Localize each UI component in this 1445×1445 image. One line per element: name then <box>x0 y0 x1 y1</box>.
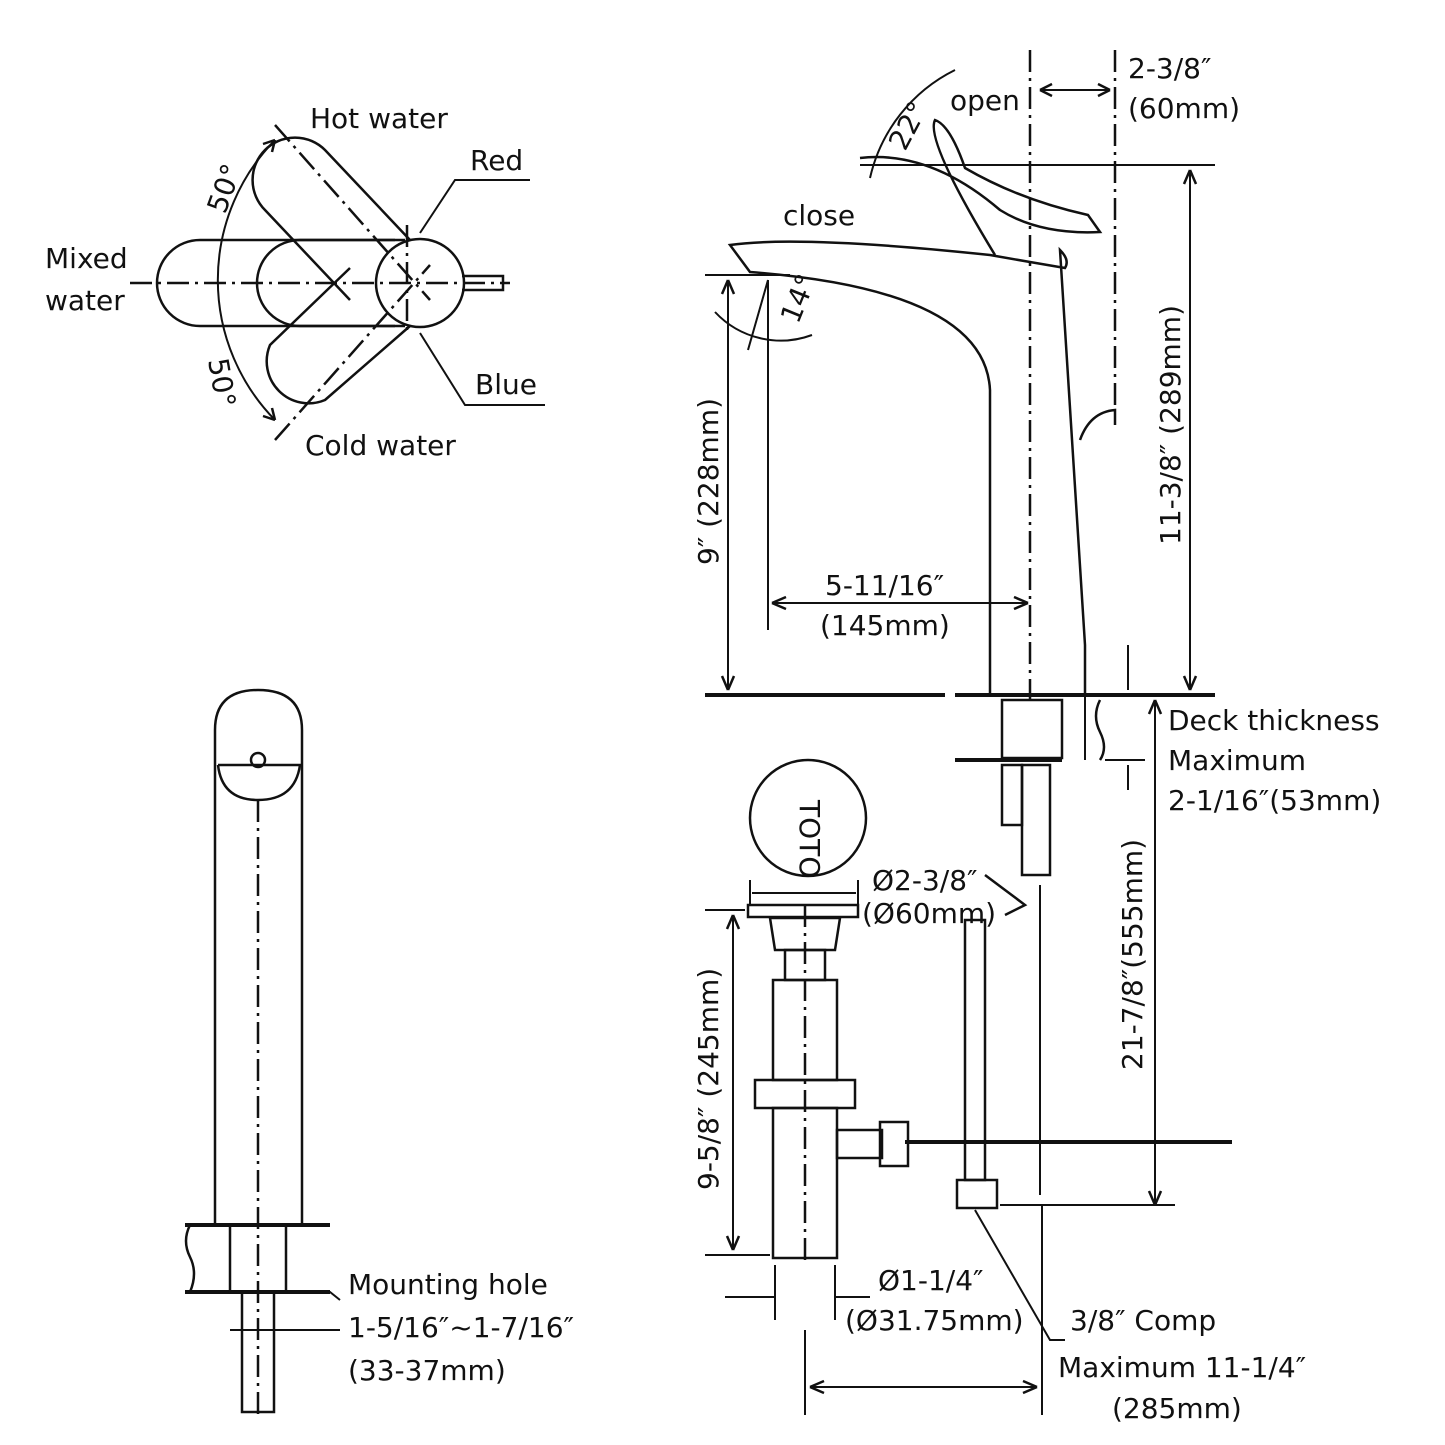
shank <box>1000 698 1064 760</box>
cold-lobe <box>265 267 411 405</box>
spout-angle-arc <box>714 311 813 342</box>
handle-offset-mm: (60mm) <box>1128 92 1240 125</box>
deck-thickness-label-2: Maximum <box>1168 744 1306 777</box>
compression-nut <box>955 1178 999 1210</box>
front-view: Mounting hole 1-5/16″~1-7/16″ (33-37mm) <box>184 688 574 1415</box>
angle-22-label: 22° <box>882 96 934 155</box>
mounting-hole-label-3: (33-37mm) <box>348 1354 506 1387</box>
popup-knob <box>1078 408 1117 441</box>
angle-top-label: 50° <box>201 159 249 217</box>
reach-mm-label: (145mm) <box>820 609 950 642</box>
pivot-tube <box>835 1128 884 1160</box>
drain-brand: TOTO <box>793 799 826 878</box>
tail-dia-mm: (Ø31.75mm) <box>845 1304 1024 1337</box>
max-distance-dim: Maximum 11-1/4″ (285mm) <box>804 1205 1306 1425</box>
mounting-leader <box>300 1291 341 1301</box>
spout-height-label: 9″ (228mm) <box>692 398 725 565</box>
arc-arrow-bottom <box>262 407 277 422</box>
total-height-label: 11-3/8″ (289mm) <box>1154 305 1187 545</box>
supply-length-label: 21-7/8″(555mm) <box>1116 839 1149 1070</box>
total-height-arrows <box>1182 169 1198 691</box>
supply-tube-top <box>1020 763 1052 877</box>
mixed-lobe-outer <box>155 238 405 328</box>
handle-rotation-diagram: Hot water Red Mixed water Blue Cold wate… <box>45 102 545 462</box>
cold-water-label: Cold water <box>305 429 456 462</box>
hose-break-symbol <box>984 874 1028 917</box>
drain-assembly: TOTO Ø2-3/8″ (Ø60mm) 9-5/8″ (245mm) Ø1-1… <box>692 758 1024 1337</box>
close-label: close <box>783 199 855 232</box>
faucet-body <box>727 240 1087 697</box>
drain-dia-in: Ø2-3/8″ <box>872 864 977 897</box>
handle-lever <box>859 118 1103 256</box>
comp-label: 3/8″ Comp <box>1070 1304 1216 1337</box>
lock-nut <box>1000 763 1024 827</box>
handle-offset-arrows <box>1039 82 1111 98</box>
max-dim-arrows <box>809 1379 1038 1395</box>
front-deck-break <box>184 1224 196 1293</box>
side-view: 2-3/8″ (60mm) open close 22° 14° 11-3/8″… <box>692 50 1240 700</box>
handle-offset-in: 2-3/8″ <box>1128 52 1211 85</box>
red-leader <box>419 179 530 234</box>
mixed-water-label-1: Mixed <box>45 242 128 275</box>
max-in-label: Maximum 11-1/4″ <box>1058 1351 1306 1384</box>
hot-lobe <box>251 136 411 301</box>
arc-arrow-top <box>262 138 277 153</box>
deck-break <box>1094 699 1106 761</box>
hot-water-label: Hot water <box>310 102 448 135</box>
mounting-hole-label-1: Mounting hole <box>348 1268 548 1301</box>
mixed-water-label-2: water <box>45 284 125 317</box>
reach-in-label: 5-11/16″ <box>825 569 944 602</box>
max-mm-label: (285mm) <box>1112 1392 1242 1425</box>
red-label: Red <box>470 144 523 177</box>
angle-14-label: 14° <box>774 269 823 327</box>
drain-neck <box>768 916 842 952</box>
reach-arrows <box>771 595 1029 611</box>
deck-thickness-label-3: 2-1/16″(53mm) <box>1168 784 1381 817</box>
spout-height-arrows <box>720 279 736 691</box>
under-deck-assembly: Deck thickness Maximum 2-1/16″(53mm) 21-… <box>905 645 1381 1341</box>
drain-flange <box>746 903 860 919</box>
front-body <box>213 688 304 1227</box>
deck-thickness-label-1: Deck thickness <box>1168 704 1380 737</box>
drain-height-label: 9-5/8″ (245mm) <box>692 968 725 1190</box>
drain-dia-mm: (Ø60mm) <box>862 897 996 930</box>
spout-angle-line <box>747 279 769 351</box>
cold-axis <box>274 264 431 441</box>
comp-leader <box>974 1209 1065 1341</box>
front-aerator-dot <box>249 751 267 769</box>
pivot-nut <box>878 1120 910 1168</box>
tail-dia-in: Ø1-1/4″ <box>878 1264 983 1297</box>
supply-length-arrows <box>1147 699 1163 1206</box>
front-hose <box>240 1290 276 1414</box>
mounting-hole-label-2: 1-5/16″~1-7/16″ <box>348 1311 574 1344</box>
blue-label: Blue <box>475 368 537 401</box>
drain-cap <box>748 758 868 878</box>
rotation-arc <box>216 139 276 421</box>
front-aerator <box>216 763 302 802</box>
open-close-arc <box>869 69 956 179</box>
blue-leader <box>419 332 545 406</box>
hot-axis <box>274 124 431 301</box>
drain-height-arrows <box>725 914 741 1251</box>
open-label: open <box>950 84 1020 117</box>
